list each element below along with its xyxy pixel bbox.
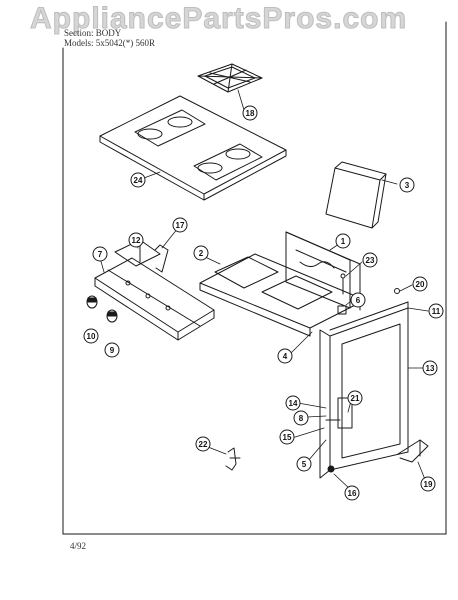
section-title: Section: BODY <box>64 28 122 38</box>
callout-label: 12 <box>132 236 141 245</box>
side-panel-part <box>325 161 387 229</box>
callout-label: 10 <box>87 332 96 341</box>
callout-2: 2 <box>193 245 209 261</box>
callout-17: 17 <box>172 217 188 233</box>
callout-label: 1 <box>341 237 346 246</box>
callout-1: 1 <box>335 233 351 249</box>
callout-label: 14 <box>289 399 298 408</box>
callout-circle <box>362 252 378 268</box>
page-frame <box>62 21 447 535</box>
callout-3: 3 <box>399 177 415 193</box>
callout-label: 7 <box>98 250 103 259</box>
callout-9: 9 <box>104 342 120 358</box>
callout-circle <box>347 390 363 406</box>
callout-7: 7 <box>92 246 108 262</box>
callout-circle <box>195 436 211 452</box>
callout-circle <box>420 476 436 492</box>
callout-label: 6 <box>356 296 361 305</box>
callout-circle <box>279 429 295 445</box>
watermark: AppliancePartsPros.com <box>29 2 408 36</box>
models-line: Models: 5x5042(*) 560R <box>64 38 155 48</box>
callout-circle <box>422 360 438 376</box>
callout-13: 13 <box>422 360 438 376</box>
leveling-leg-part <box>327 465 335 473</box>
callout-label: 21 <box>351 394 360 403</box>
anti-tip-bracket-part <box>397 439 429 463</box>
callout-label: 22 <box>199 440 208 449</box>
callout-label: 2 <box>199 249 204 258</box>
callout-label: 16 <box>348 489 357 498</box>
callout-8: 8 <box>293 410 309 426</box>
callout-circle <box>92 246 108 262</box>
callout-23: 23 <box>362 252 378 268</box>
callout-21: 21 <box>347 390 363 406</box>
callout-label: 13 <box>426 364 435 373</box>
callout-circle <box>83 328 99 344</box>
callout-14: 14 <box>285 395 301 411</box>
callout-label: 19 <box>424 480 433 489</box>
footer-date: 4/92 <box>70 541 87 551</box>
callout-label: 9 <box>110 346 115 355</box>
callout-label: 3 <box>405 181 410 190</box>
leader-lines <box>99 89 429 492</box>
callout-circle <box>293 410 309 426</box>
callout-circle <box>350 292 366 308</box>
callout-11: 11 <box>428 303 444 319</box>
callout-circle <box>104 342 120 358</box>
callout-12: 12 <box>128 232 144 248</box>
callout-5: 5 <box>296 456 312 472</box>
callout-label: 24 <box>134 176 143 185</box>
callout-22: 22 <box>195 436 211 452</box>
callout-label: 11 <box>432 307 441 316</box>
callout-label: 15 <box>283 433 292 442</box>
callout-label: 23 <box>366 256 375 265</box>
callout-label: 18 <box>246 109 255 118</box>
callout-circle <box>335 233 351 249</box>
bracket-part <box>154 244 169 273</box>
callout-circle <box>277 348 293 364</box>
callout-19: 19 <box>420 476 436 492</box>
callout-10: 10 <box>83 328 99 344</box>
knob-part <box>86 295 118 323</box>
callout-circle <box>428 303 444 319</box>
callout-circle <box>285 395 301 411</box>
oven-door-part <box>319 301 409 479</box>
callout-4: 4 <box>277 348 293 364</box>
callout-label: 8 <box>299 414 304 423</box>
hinge-part <box>225 447 241 471</box>
callout-circle <box>242 105 258 121</box>
callout-16: 16 <box>344 485 360 501</box>
callout-circle <box>130 172 146 188</box>
callout-circle <box>399 177 415 193</box>
callout-circle <box>193 245 209 261</box>
callout-15: 15 <box>279 429 295 445</box>
callout-24: 24 <box>130 172 146 188</box>
callout-circle <box>412 276 428 292</box>
callout-circle <box>172 217 188 233</box>
callout-label: 4 <box>283 352 288 361</box>
cooktop-part <box>99 95 287 201</box>
callout-circle <box>296 456 312 472</box>
callout-circle <box>344 485 360 501</box>
callout-label: 5 <box>302 460 307 469</box>
callout-circle <box>128 232 144 248</box>
callout-label: 20 <box>416 280 425 289</box>
callout-label: 17 <box>176 221 185 230</box>
callout-18: 18 <box>242 105 258 121</box>
grate-part <box>197 63 263 93</box>
hardware-part <box>337 273 400 315</box>
callout-6: 6 <box>350 292 366 308</box>
callout-20: 20 <box>412 276 428 292</box>
